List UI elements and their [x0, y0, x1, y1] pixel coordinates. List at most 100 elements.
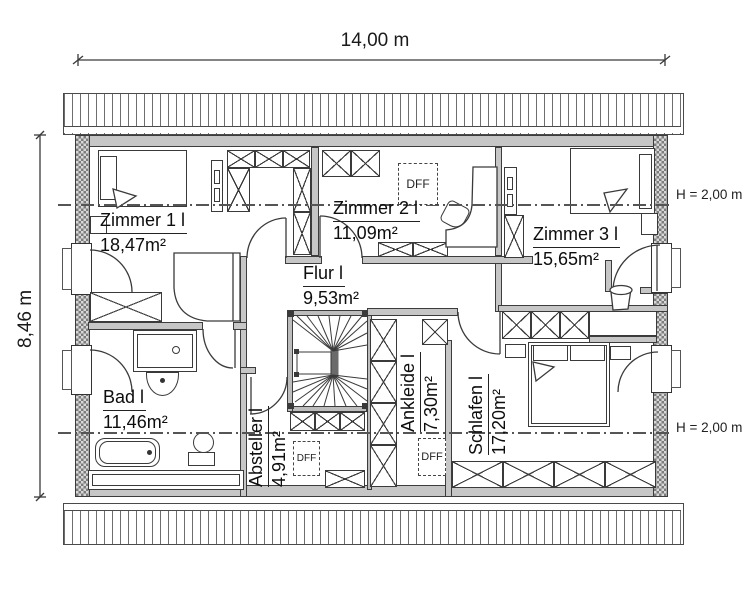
balcony-door-right-sill	[671, 350, 681, 388]
wardrobe-zimmer1-top3	[283, 150, 310, 168]
height-marker-upper: H = 2,00 m	[676, 187, 743, 202]
wardrobe-understair1	[290, 412, 315, 431]
skylight-absteller: DFF	[293, 441, 320, 476]
wall-flur-zimmer3	[495, 256, 502, 312]
sideboard-absteller	[325, 470, 365, 488]
wall-absteller-stub	[240, 367, 256, 374]
window-left-upper-sill	[62, 248, 72, 290]
bathtub-bad-inner	[99, 441, 156, 464]
room-label-bad: Bad l 11,46m²	[103, 386, 168, 434]
staircase	[288, 311, 368, 409]
shower-bad-inner	[137, 334, 193, 368]
window-left-lower	[71, 345, 92, 395]
wall-bad-top-a	[88, 322, 203, 330]
room-area-absteller: 4,91m²	[269, 430, 289, 487]
window-right-upper	[651, 243, 672, 293]
room-area-schlafen: 17,20m²	[489, 388, 509, 455]
wardrobe-schlafen-top2	[531, 311, 560, 339]
wall-zimmer3-stub	[605, 260, 612, 292]
roof-eave-top-gap	[64, 126, 681, 133]
exterior-wall-left	[75, 135, 90, 497]
nightstand-schlafen-right	[610, 346, 631, 360]
room-name-schlafen: Schlafen l	[466, 373, 489, 455]
wall-ankleide-schlafen	[445, 340, 452, 497]
wall-corridor-left	[240, 256, 247, 497]
dresser-ankleide	[422, 319, 448, 345]
balcony-door-right	[651, 345, 672, 393]
shower-drain	[172, 346, 180, 354]
room-area-ankleide: 7,30m²	[421, 375, 441, 432]
wardrobe-schlafen-top3	[560, 311, 589, 339]
room-name-zimmer3: Zimmer 3 l	[533, 223, 620, 248]
wall-stair-left	[287, 310, 293, 412]
nightstand-schlafen-left	[505, 344, 526, 358]
skylight-zimmer2: DFF	[398, 163, 438, 205]
wall-zimmer2-zimmer3	[495, 147, 502, 256]
exterior-wall-top	[75, 135, 668, 147]
tall-cabinet-zimmer3	[504, 167, 517, 215]
room-area-zimmer2: 11,09m²	[333, 223, 398, 243]
wall-flur-ankleide	[367, 308, 458, 316]
width-dimension-label: 14,00 m	[340, 30, 410, 51]
window-right-upper-sill	[671, 248, 681, 288]
room-name-ankleide: Ankleide l	[398, 351, 421, 432]
skylight-absteller-label: DFF	[296, 453, 317, 464]
room-name-bad: Bad l	[103, 386, 147, 411]
nightstand-zimmer1	[90, 216, 107, 234]
room-area-flur: 9,53m²	[303, 288, 360, 308]
wardrobe-schlafen-bottom2	[503, 461, 554, 488]
wardrobe-zimmer1-rightcol1	[293, 168, 311, 212]
wardrobe-zimmer1-leftcol	[227, 168, 250, 212]
wardrobe-schlafen-bottom4	[605, 461, 656, 488]
roof-eave-bottom-gap	[64, 504, 681, 511]
wardrobe-schlafen-bottom1	[452, 461, 503, 488]
room-name-absteller: Absteller l	[246, 405, 269, 487]
tall-cabinet-zimmer3-inner	[507, 177, 513, 190]
tall-cabinet-zimmer1-inner	[214, 170, 220, 184]
wall-bad-top-b	[233, 322, 247, 330]
wardrobe-ankleide2	[370, 361, 397, 403]
room-area-zimmer1: 18,47m²	[100, 235, 167, 255]
pillow-schlafen-right	[570, 345, 605, 361]
desk-schlafen-edge	[589, 336, 657, 343]
wardrobe-ankleide1	[370, 319, 397, 361]
wall-mid-left	[285, 256, 322, 264]
wardrobe-zimmer1-top2	[255, 150, 283, 168]
wardrobe-zimmer1-rightcol2	[293, 212, 311, 255]
height-line-upper	[58, 204, 672, 206]
room-area-bad: 11,46m²	[103, 412, 168, 432]
wardrobe-understair3	[340, 412, 365, 431]
skylight-ankleide: DFF	[418, 438, 446, 476]
tall-cabinet-zimmer1-inner2	[214, 188, 220, 202]
wardrobe-zimmer2-top1	[322, 150, 351, 177]
room-label-zimmer1: Zimmer 1 l 18,47m²	[100, 209, 187, 257]
bad-window-band-inner	[92, 474, 240, 486]
height-line-lower	[58, 432, 672, 434]
shelf-zimmer3	[641, 213, 658, 235]
wardrobe-understair2	[315, 412, 340, 431]
sideboard-zimmer2-2	[413, 242, 448, 257]
pillow-zimmer3	[639, 154, 652, 209]
pillow-schlafen-left	[533, 345, 568, 361]
chair-zimmer1	[177, 282, 212, 317]
room-area-zimmer3: 15,65m²	[533, 249, 600, 269]
room-label-flur: Flur l 9,53m²	[303, 262, 359, 310]
wardrobe-schlafen-bottom3	[554, 461, 605, 488]
pillow-zimmer1	[100, 156, 117, 200]
height-marker-lower: H = 2,00 m	[676, 420, 743, 435]
tall-cabinet-zimmer3-inner2	[507, 194, 513, 207]
room-label-zimmer2: Zimmer 2 l 11,09m²	[333, 197, 420, 245]
skylight-zimmer2-label: DFF	[406, 177, 430, 191]
toilet-bowl	[193, 432, 214, 453]
window-left-upper	[71, 243, 92, 295]
wall-stair-top	[287, 310, 367, 316]
wardrobe-zimmer1-top1	[227, 150, 255, 168]
room-label-zimmer3: Zimmer 3 l 15,65m²	[533, 223, 620, 271]
wardrobe-zimmer3	[504, 215, 524, 258]
skylight-ankleide-label: DFF	[421, 451, 443, 463]
wardrobe-ankleide3	[370, 403, 397, 445]
wardrobe-schlafen-top1	[502, 311, 531, 339]
sideboard-zimmer1	[90, 292, 162, 322]
height-dimension-label: 8,46 m	[15, 289, 36, 348]
